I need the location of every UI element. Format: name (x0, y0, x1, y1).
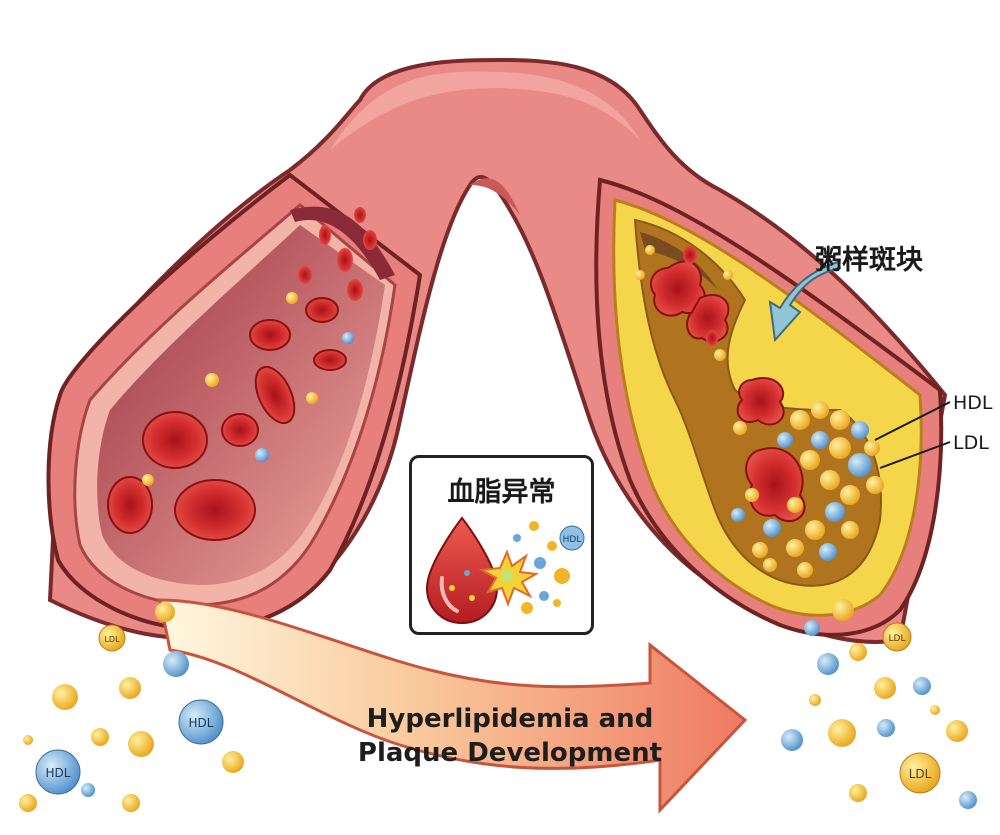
lipid-cluster-right (635, 245, 884, 578)
caption-line-2: Plaque Development (357, 738, 663, 768)
hdl-tag-left-b: HDL (46, 766, 71, 780)
inset-hdl-tag: HDL (563, 535, 582, 545)
ldl-tag-right-b: LDL (909, 767, 932, 781)
particles-in-left-lumen (142, 292, 354, 486)
ldl-label: LDL (953, 432, 989, 454)
ldl-tag-right-a: LDL (889, 634, 906, 644)
progression-caption: Hyperlipidemia and Plaque Development (330, 702, 690, 770)
dyslipidemia-inset: 血脂异常 HDL (409, 455, 594, 635)
hdl-tag-left-a: HDL (189, 716, 214, 730)
inset-title: 血脂异常 (447, 477, 556, 508)
blood-drop-burst-icon: HDL (425, 516, 585, 625)
ldl-tag-left: LDL (104, 635, 120, 644)
progression-arrow (158, 598, 748, 814)
plaque-label: 粥样斑块 (815, 245, 923, 276)
red-blood-cells-left (107, 207, 377, 541)
plaque-pointer-arrow (768, 260, 842, 343)
caption-line-1: Hyperlipidemia and (366, 704, 654, 734)
scattered-particles-right (781, 599, 977, 809)
scattered-particles-left (19, 602, 244, 812)
hdl-label: HDL (953, 392, 993, 414)
